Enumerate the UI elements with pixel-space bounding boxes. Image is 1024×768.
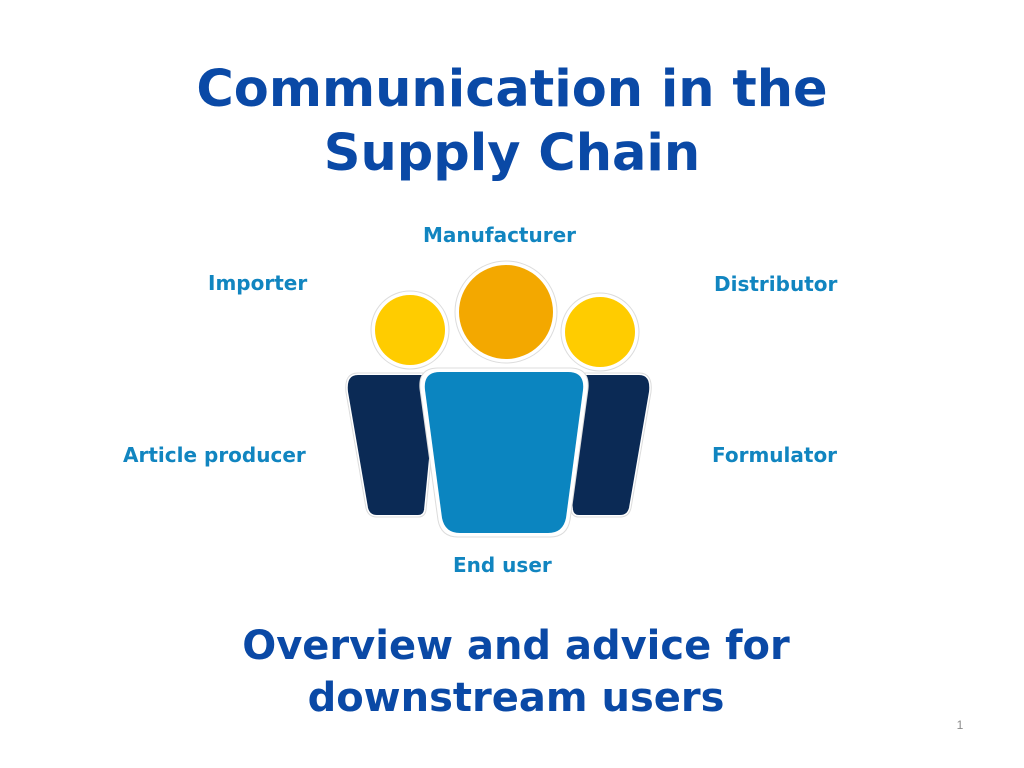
- label-distributor: Distributor: [714, 272, 838, 296]
- slide-subtitle: Overview and advice for downstream users: [0, 620, 1024, 724]
- label-article-producer: Article producer: [123, 443, 306, 467]
- label-formulator: Formulator: [712, 443, 838, 467]
- label-manufacturer: Manufacturer: [423, 223, 577, 247]
- slide-title: Communication in the Supply Chain: [0, 58, 1024, 186]
- label-end-user: End user: [453, 553, 552, 577]
- people-group-icon: [343, 260, 654, 538]
- title-line-1: Communication in the: [196, 60, 828, 119]
- label-importer: Importer: [208, 271, 308, 295]
- title-line-2: Supply Chain: [323, 124, 701, 183]
- subtitle-line-2: downstream users: [307, 675, 725, 721]
- subtitle-line-1: Overview and advice for: [242, 623, 790, 669]
- slide-number: 1: [956, 718, 964, 732]
